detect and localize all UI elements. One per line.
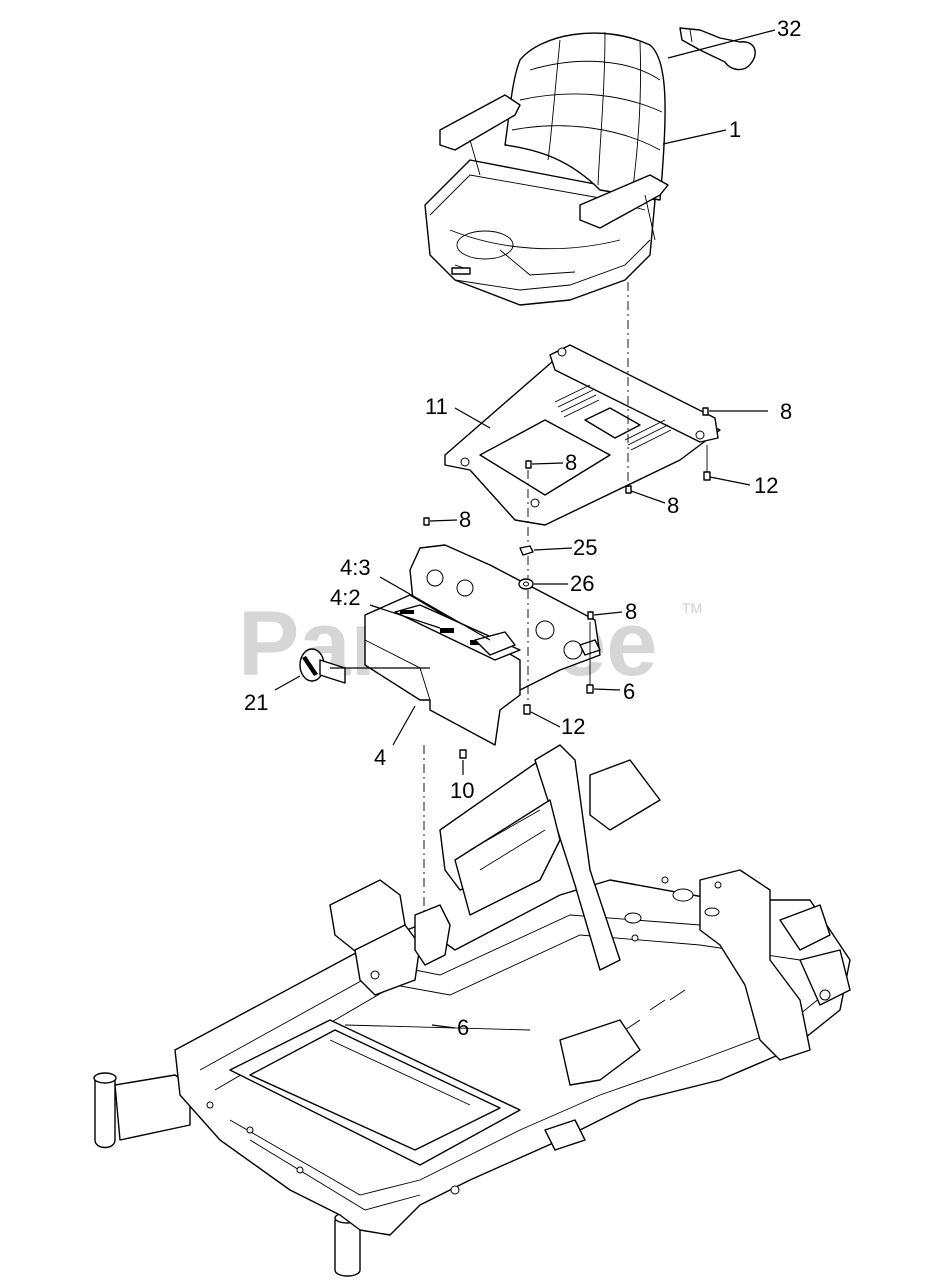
callout-12-upper: 12 [754, 473, 778, 498]
callout-8-plate-lower: 8 [667, 493, 679, 518]
watermark-trademark: TM [682, 600, 702, 616]
callout-6-lower: 6 [457, 1015, 469, 1040]
callout-6-upper: 6 [623, 679, 635, 704]
callout-1: 1 [729, 117, 741, 142]
callout-8-plate-right: 8 [780, 399, 792, 424]
seat-pan[interactable] [364, 544, 601, 746]
callout-21: 21 [244, 690, 268, 715]
seat-plate[interactable] [444, 344, 721, 526]
callout-8-pan-left: 8 [459, 507, 471, 532]
seat-switch-harness[interactable] [679, 27, 756, 71]
callout-4: 4 [374, 745, 386, 770]
callout-11: 11 [425, 394, 448, 419]
callout-25: 25 [573, 535, 597, 560]
chassis-frame[interactable] [93, 744, 851, 1277]
leader-lines [274, 29, 776, 1029]
callout-labels: 32 1 11 8 8 12 8 8 25 4:3 26 4:2 8 21 6 … [244, 16, 801, 1040]
callout-26: 26 [570, 571, 594, 596]
callout-12-lower: 12 [561, 714, 585, 739]
callout-4-2: 4:2 [330, 585, 361, 610]
callout-4-3: 4:3 [340, 555, 371, 580]
callout-10: 10 [450, 778, 474, 803]
logo-badge[interactable] [299, 648, 346, 684]
callout-8-plate-center: 8 [565, 450, 577, 475]
vent-slots [554, 384, 672, 451]
callout-32: 32 [777, 16, 801, 41]
seat[interactable] [424, 31, 669, 306]
callout-8-pan-right: 8 [625, 599, 637, 624]
